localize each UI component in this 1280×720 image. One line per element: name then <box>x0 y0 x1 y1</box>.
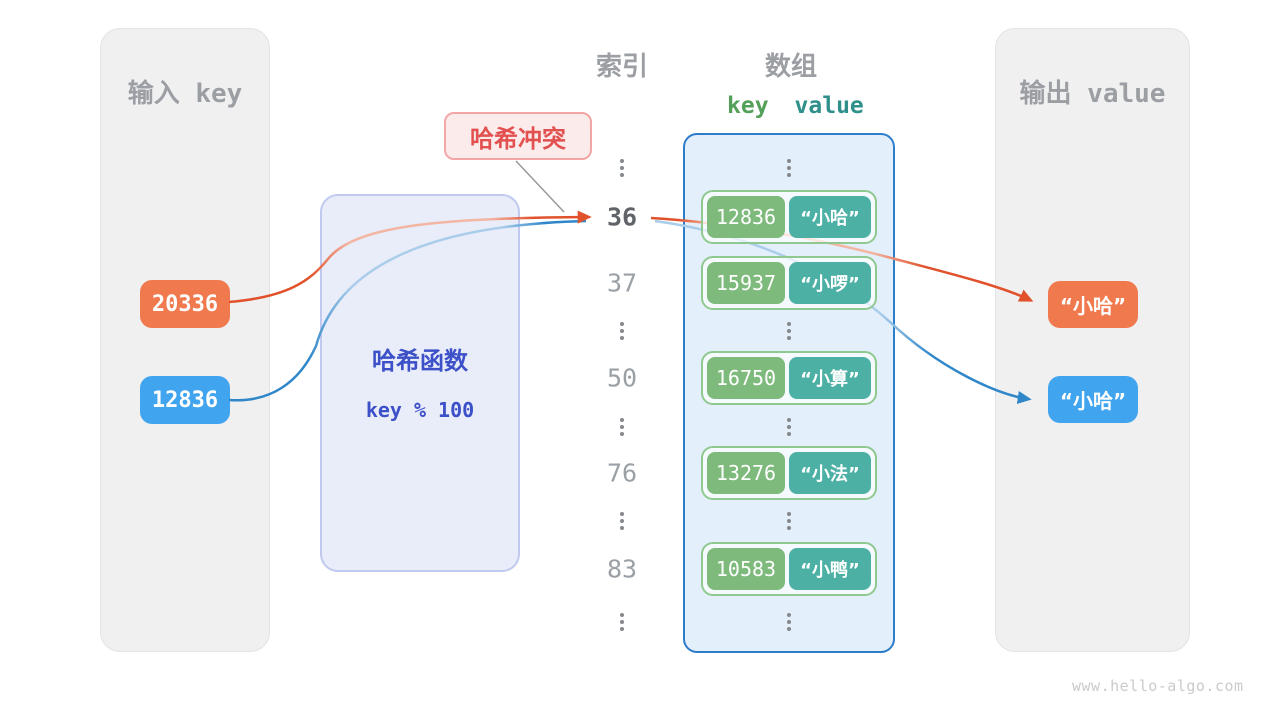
array-key-cell: 12836 <box>707 196 785 238</box>
index-37: 37 <box>606 268 638 298</box>
hash-function-box: 哈希函数 key % 100 <box>320 194 520 572</box>
array-key-cell: 13276 <box>707 452 785 494</box>
array-column-header: 数组 <box>764 52 817 82</box>
output-panel: 输出 value <box>995 28 1190 652</box>
ellipsis-dots <box>582 159 662 177</box>
ellipsis-dots <box>701 512 877 530</box>
array-row-15937: 15937 “小啰” <box>701 256 877 310</box>
ellipsis-dots <box>582 418 662 436</box>
index-83: 83 <box>606 554 638 584</box>
hash-function-title: 哈希函数 <box>372 347 468 375</box>
output-panel-title: 输出 value <box>1019 79 1166 109</box>
array-row-10583: 10583 “小鸭” <box>701 542 877 596</box>
array-row-13276: 13276 “小法” <box>701 446 877 500</box>
array-value-cell: “小算” <box>789 357 871 399</box>
hash-function-formula: key % 100 <box>365 398 475 422</box>
input-key-20336: 20336 <box>140 280 230 328</box>
key-value-header: key value <box>683 93 895 119</box>
ellipsis-dots <box>582 322 662 340</box>
array-value-cell: “小啰” <box>789 262 871 304</box>
input-panel-title: 输入 key <box>127 79 243 109</box>
key-value-pair: 10583 “小鸭” <box>701 542 877 596</box>
output-value-orange: “小哈” <box>1048 281 1138 328</box>
watermark: www.hello-algo.com <box>1072 677 1244 695</box>
index-36: 36 <box>606 202 638 232</box>
ellipsis-dots <box>701 418 877 436</box>
array-row-12836: 12836 “小哈” <box>701 190 877 244</box>
input-panel: 输入 key <box>100 28 270 652</box>
ellipsis-dots <box>701 322 877 340</box>
key-header-label: key <box>727 93 769 119</box>
array-value-cell: “小哈” <box>789 196 871 238</box>
key-value-pair: 12836 “小哈” <box>701 190 877 244</box>
key-value-pair: 15937 “小啰” <box>701 256 877 310</box>
hash-collision-label: 哈希冲突 <box>444 112 592 160</box>
array-value-cell: “小法” <box>789 452 871 494</box>
input-key-12836: 12836 <box>140 376 230 424</box>
array-key-cell: 16750 <box>707 357 785 399</box>
index-50: 50 <box>606 363 638 393</box>
ellipsis-dots <box>701 613 877 631</box>
output-value-blue: “小哈” <box>1048 376 1138 423</box>
index-76: 76 <box>606 458 638 488</box>
value-header-label: value <box>794 93 864 119</box>
array-key-cell: 10583 <box>707 548 785 590</box>
array-row-16750: 16750 “小算” <box>701 351 877 405</box>
ellipsis-dots <box>582 613 662 631</box>
line-collision-callout <box>515 160 565 213</box>
ellipsis-dots <box>701 159 877 177</box>
key-value-pair: 13276 “小法” <box>701 446 877 500</box>
array-value-cell: “小鸭” <box>789 548 871 590</box>
ellipsis-dots <box>582 512 662 530</box>
key-value-pair: 16750 “小算” <box>701 351 877 405</box>
array-key-cell: 15937 <box>707 262 785 304</box>
index-column-header: 索引 <box>595 52 648 82</box>
